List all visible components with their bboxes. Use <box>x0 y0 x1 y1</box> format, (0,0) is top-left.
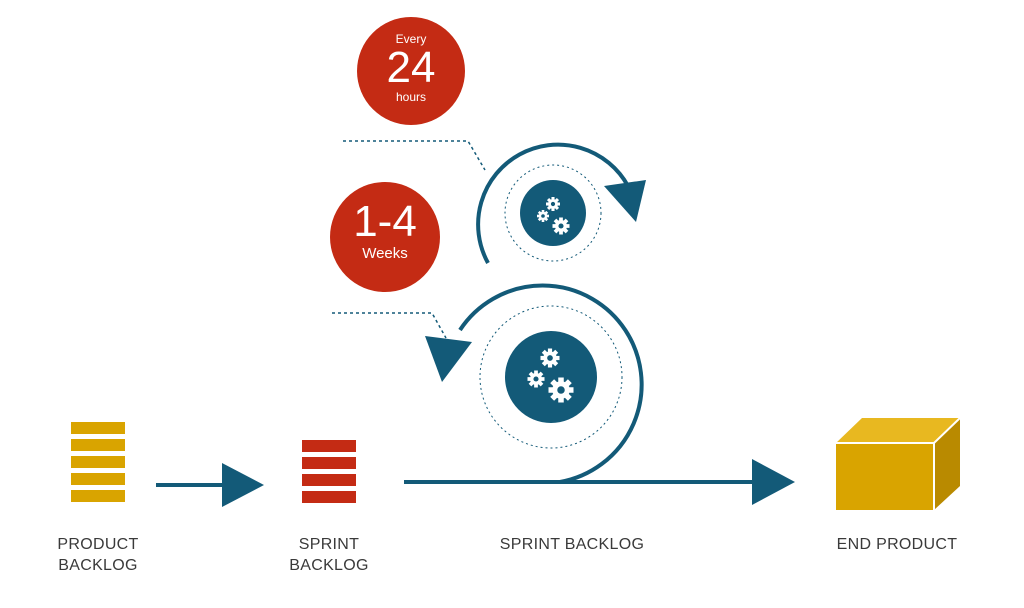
large-gears-icon <box>505 331 597 423</box>
end-product-label: END PRODUCT <box>836 536 958 553</box>
small-gears-icon <box>520 180 586 246</box>
daily-cycle-arrowhead-icon <box>604 180 646 222</box>
sprint-badge-circle <box>330 182 440 292</box>
sprint-badge: 1-4 Weeks <box>330 182 440 292</box>
end-product-box-icon <box>836 417 961 510</box>
product-backlog-stack-icon <box>71 422 125 502</box>
sprint-badge-bottom: Weeks <box>362 245 408 262</box>
daily-badge-bottom: hours <box>395 90 427 104</box>
daily-connector-line <box>343 140 486 171</box>
sprint-backlog-line-label: SPRINT BACKLOG <box>499 536 645 553</box>
large-dotted-ring <box>479 305 623 449</box>
sprint-cycle-loop-icon <box>458 283 644 484</box>
sprint-badge-number: 1-4 <box>353 197 417 246</box>
arrow-right-icon <box>156 463 264 507</box>
sprint-backlog-stack-label: SPRINT BACKLOG <box>289 536 369 574</box>
daily-badge-top: Every <box>395 32 427 46</box>
daily-cycle-loop-icon <box>476 142 630 264</box>
sprint-cycle-arrowhead-icon <box>425 336 472 382</box>
sprint-flow-arrow-icon <box>404 459 795 505</box>
daily-badge: Every 24 hours <box>357 17 465 125</box>
sprint-backlog-stack-icon <box>302 440 356 503</box>
daily-badge-circle <box>357 17 465 125</box>
sprint-connector-line <box>332 312 447 339</box>
product-backlog-label: PRODUCT BACKLOG <box>57 536 139 574</box>
small-dotted-ring <box>504 164 602 262</box>
daily-badge-number: 24 <box>386 43 436 92</box>
